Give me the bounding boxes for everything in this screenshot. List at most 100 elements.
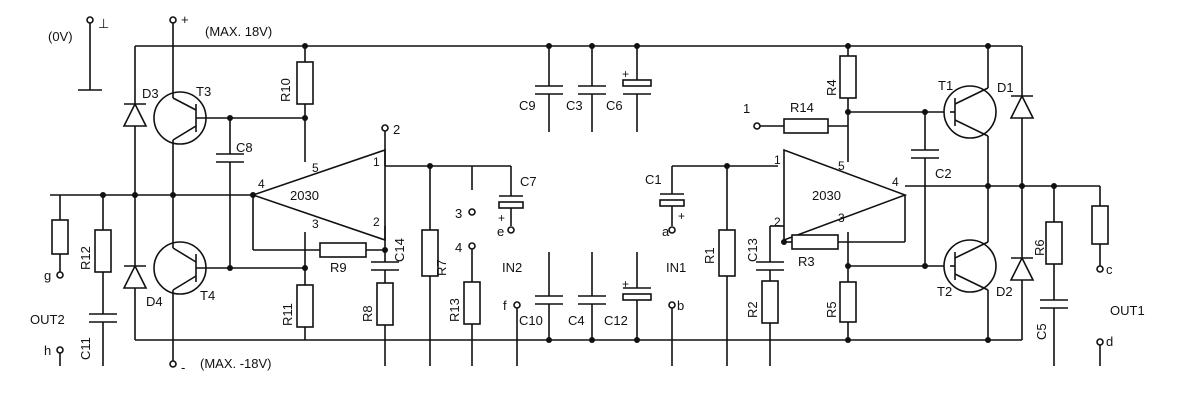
label-r11: R11	[280, 303, 295, 326]
label-c1: C1	[645, 172, 662, 187]
ground-terminal	[86, 16, 94, 24]
amplifier-right-triangle	[783, 148, 908, 242]
resistor-r6	[1045, 221, 1063, 265]
amp-left-pin-5: 5	[312, 161, 319, 175]
label-r10: R10	[278, 78, 293, 102]
label-r1: R1	[702, 247, 717, 264]
resistor-r8	[376, 282, 394, 326]
label-c5: C5	[1034, 323, 1049, 340]
polarity-c12: +	[622, 277, 629, 291]
positive-sign: +	[181, 12, 189, 27]
terminal-g-circle	[56, 271, 64, 279]
amplifier-left-label: 2030	[290, 188, 319, 203]
resistor-r13	[463, 281, 481, 325]
resistor-r3	[791, 234, 839, 250]
label-t2: T2	[937, 284, 952, 299]
capacitor-c12-plate	[622, 293, 652, 301]
negative-sign: -	[181, 360, 185, 375]
amp-left-pin-1: 1	[373, 155, 380, 169]
diode-d4-symbol	[122, 264, 148, 289]
diode-d3-symbol	[122, 102, 148, 127]
terminal-b-circle	[668, 301, 676, 309]
label-out1: OUT1	[1110, 303, 1145, 318]
label-r5: R5	[824, 301, 839, 318]
amp-left-pin-2: 2	[373, 215, 380, 229]
label-r12: R12	[78, 246, 93, 270]
label-c2: C2	[935, 166, 952, 181]
amp-right-pin-5: 5	[838, 159, 845, 173]
label-r9: R9	[330, 260, 347, 275]
resistor-r10	[296, 61, 314, 105]
diode-d1-symbol	[1009, 94, 1035, 119]
label-c12: C12	[604, 313, 628, 328]
resistor-r1	[718, 229, 736, 277]
label-terminal-b: b	[677, 298, 684, 313]
resistor-r2	[761, 280, 779, 324]
transistor-t2-symbol	[943, 239, 997, 293]
amp-right-pin-4: 4	[892, 175, 899, 189]
label-terminal-h: h	[44, 343, 51, 358]
label-t3: T3	[196, 84, 211, 99]
left-output-stage	[50, 46, 305, 340]
terminal-4-circle	[468, 242, 476, 250]
label-r8: R8	[360, 305, 375, 322]
resistor-r12	[94, 229, 112, 273]
amp-left-pin-3: 3	[312, 217, 319, 231]
label-r6: R6	[1032, 239, 1047, 256]
label-r13: R13	[447, 298, 462, 322]
label-d2: D2	[996, 284, 1013, 299]
terminal-f-circle	[513, 301, 521, 309]
resistor-r5	[839, 281, 857, 323]
amplifier-right-label: 2030	[812, 188, 841, 203]
label-terminal-g: g	[44, 268, 51, 283]
label-r14: R14	[790, 100, 814, 115]
ground-label: (0V)	[48, 29, 73, 44]
capacitor-c6-plate	[622, 79, 652, 87]
label-c3: C3	[566, 98, 583, 113]
resistor-r14	[783, 118, 829, 134]
label-in2: IN2	[502, 260, 522, 275]
label-terminal-f: f	[503, 298, 507, 313]
terminal-e-circle	[507, 226, 515, 234]
label-c9: C9	[519, 98, 536, 113]
amp-right-pin-3: 3	[838, 211, 845, 225]
positive-supply-label: (MAX. 18V)	[205, 24, 272, 39]
terminal-h-circle	[56, 346, 64, 354]
label-r2: R2	[745, 301, 760, 318]
ground-symbol: ⊥	[98, 16, 109, 31]
amplifier-left-triangle	[250, 148, 386, 242]
terminal-2-circle	[381, 124, 389, 132]
label-terminal-3: 3	[455, 206, 462, 221]
negative-supply-label: (MAX. -18V)	[200, 356, 272, 371]
terminal-3-circle	[468, 208, 476, 216]
capacitor-c1-plate	[659, 199, 685, 207]
amp-right-pin-1: 1	[774, 153, 781, 167]
label-t1: T1	[938, 78, 953, 93]
label-terminal-d: d	[1106, 334, 1113, 349]
terminal-a-circle	[668, 226, 676, 234]
output-1-connector	[1091, 205, 1109, 245]
output-2-connector	[51, 219, 69, 255]
capacitor-c7-plate	[498, 201, 524, 209]
resistor-r9	[319, 242, 367, 258]
label-c11: C11	[78, 337, 93, 360]
polarity-c7: +	[498, 211, 505, 225]
label-t4: T4	[200, 288, 215, 303]
label-in1: IN1	[666, 260, 686, 275]
negative-terminal	[169, 360, 177, 368]
label-d1: D1	[997, 80, 1014, 95]
positive-terminal	[169, 16, 177, 24]
label-c4: C4	[568, 313, 585, 328]
polarity-c1: +	[678, 209, 685, 223]
label-terminal-a: a	[662, 224, 670, 239]
diode-d2-symbol	[1009, 256, 1035, 281]
label-c6: C6	[606, 98, 623, 113]
label-terminal-4: 4	[455, 240, 462, 255]
label-r3: R3	[798, 254, 815, 269]
label-d3: D3	[142, 86, 159, 101]
label-terminal-e: e	[497, 224, 504, 239]
terminal-d-circle	[1096, 338, 1104, 346]
polarity-c6: +	[622, 67, 629, 81]
transistor-t1-symbol	[943, 85, 997, 139]
